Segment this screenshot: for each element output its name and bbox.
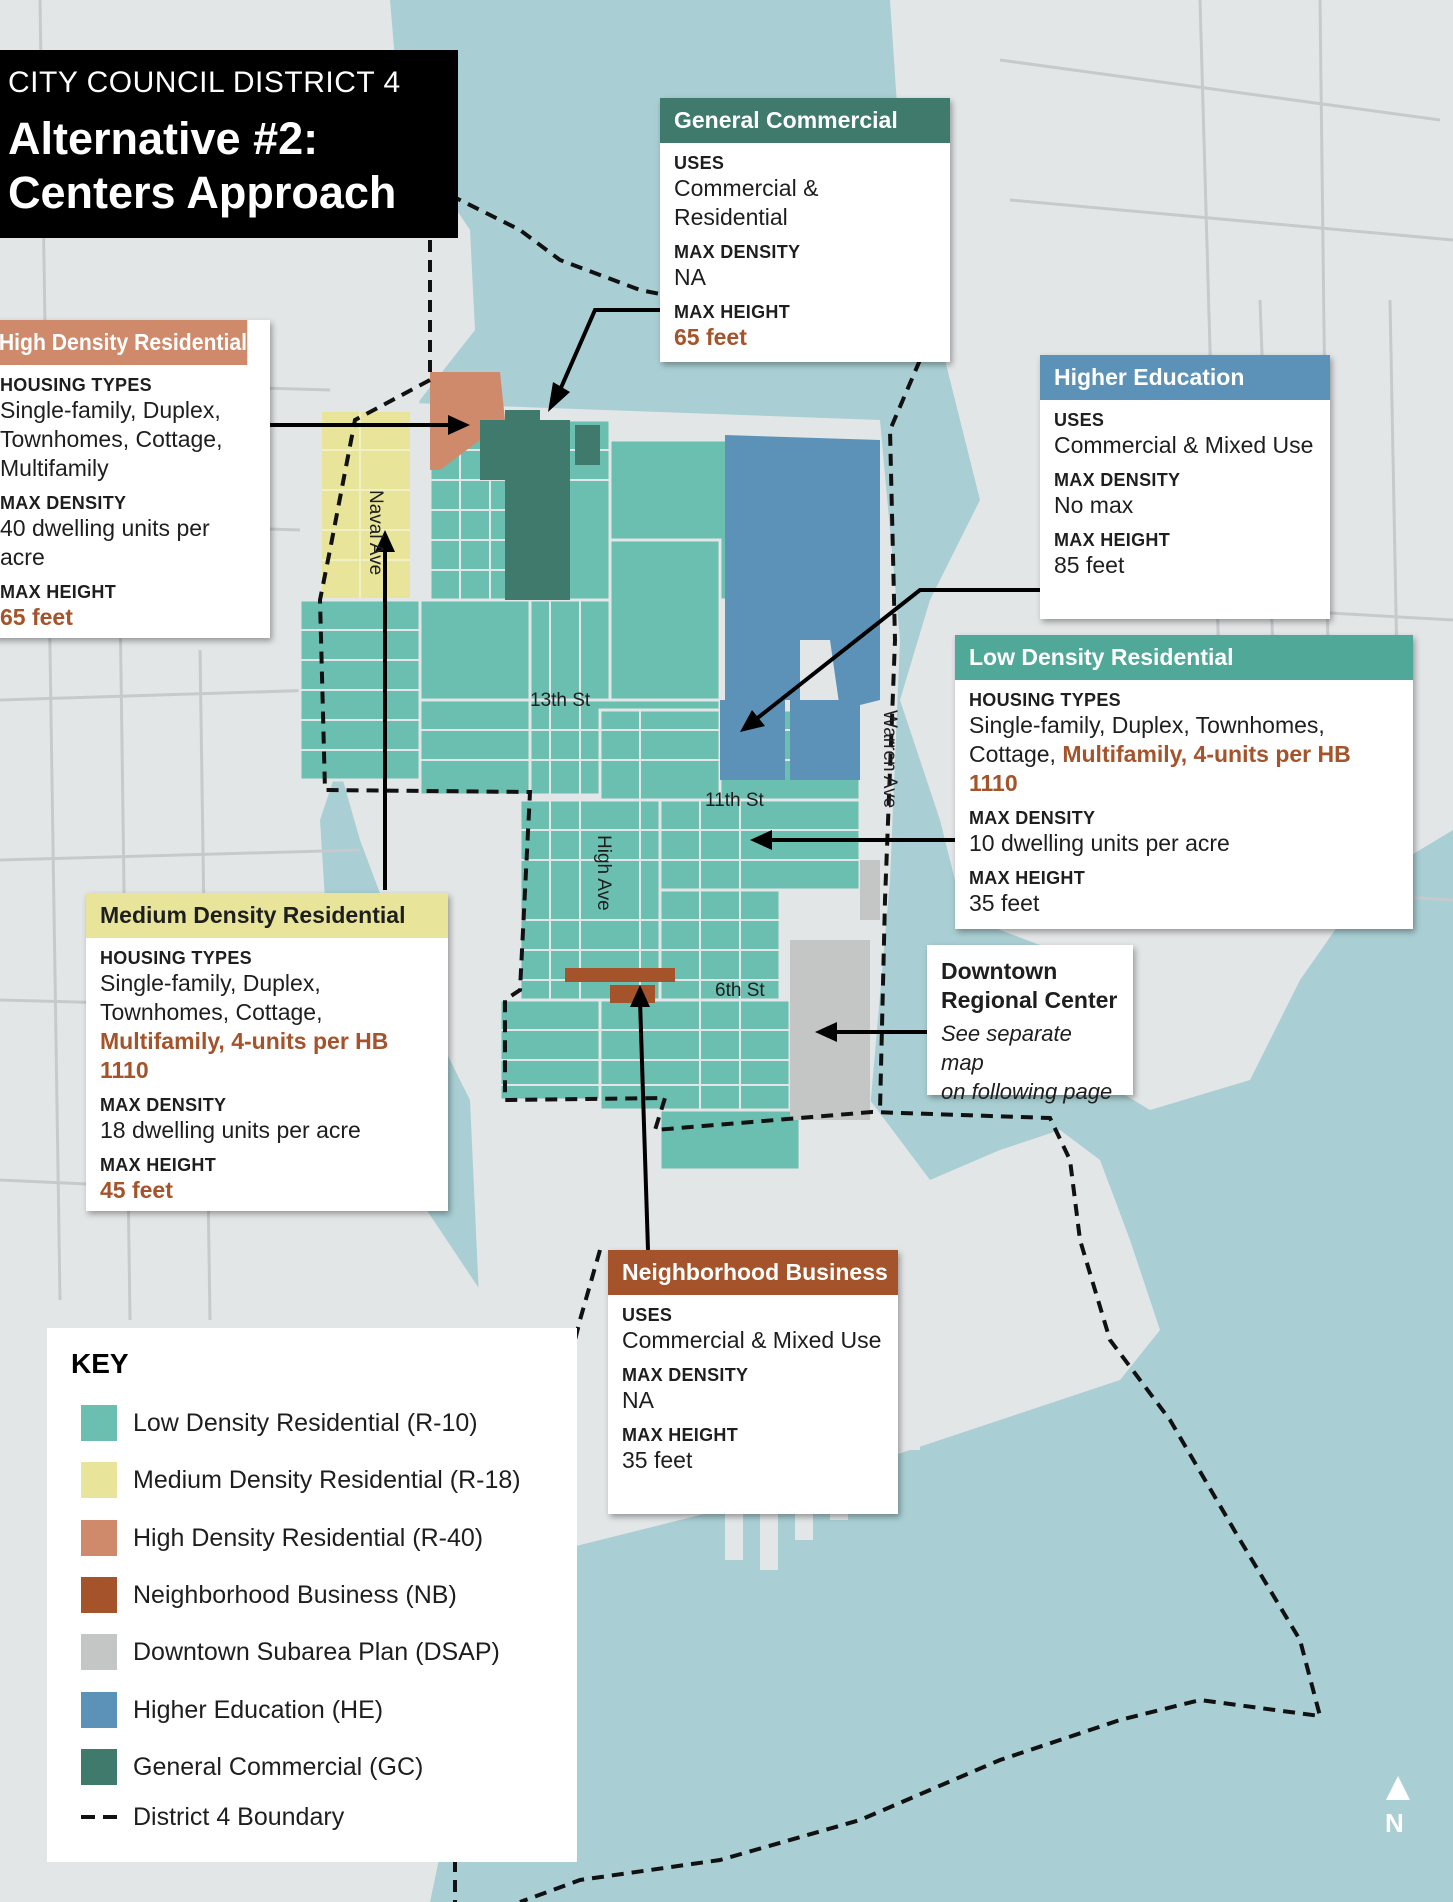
key-item-downtown-subarea: Downtown Subarea Plan (DSAP) [81,1633,500,1671]
key-item-medium-density: Medium Density Residential (R-18) [81,1461,521,1499]
callout-neighborhood-business: Neighborhood Business USES Commercial & … [608,1250,898,1514]
key-swatch [81,1462,117,1498]
zone-downtown-subarea [790,860,880,1120]
key-swatch [81,1692,117,1728]
zone-higher-education [720,435,880,780]
street-warren-ave: Warren Ave [879,710,900,809]
key-item-high-density: High Density Residential (R-40) [81,1519,483,1557]
key-swatch [81,1634,117,1670]
zone-high-density [430,372,505,470]
street-high-ave: High Ave [593,835,614,911]
key-swatch [81,1577,117,1613]
street-11th: 11th St [705,790,764,811]
callout-header: Low Density Residential [955,635,1413,680]
street-6th: 6th St [715,980,765,1001]
zone-general-commercial [480,410,600,600]
district-boundary [317,140,1323,1902]
callout-header: Medium Density Residential [86,893,448,938]
callout-header: General Commercial [660,98,950,143]
street-13th: 13th St [530,690,591,711]
key-swatch [81,1520,117,1556]
north-label: N [1385,1808,1404,1838]
key-item-boundary: District 4 Boundary [81,1798,344,1836]
key-item-low-density: Low Density Residential (R-10) [81,1404,478,1442]
callout-header: Higher Education [1040,355,1330,400]
map-title-box: CITY COUNCIL DISTRICT 4 Alternative #2: … [0,50,458,238]
callout-downtown: Downtown Regional Center See separate ma… [927,945,1133,1104]
north-arrow-icon [1386,1776,1410,1800]
title-district: CITY COUNCIL DISTRICT 4 [8,66,401,99]
title-alternative: Alternative #2: Centers Approach [8,113,397,218]
callout-low-density: Low Density Residential HOUSING TYPES Si… [955,635,1413,929]
arrowheads [375,382,837,1042]
callout-header: High Density Residential [0,320,248,365]
callout-medium-density: Medium Density Residential HOUSING TYPES… [86,893,448,1211]
callout-high-density: High Density Residential HOUSING TYPES S… [0,320,270,638]
key-item-general-commercial: General Commercial (GC) [81,1748,423,1786]
key-swatch [81,1405,117,1441]
key-item-higher-education: Higher Education (HE) [81,1691,383,1729]
dashed-line-icon [81,1815,117,1819]
key-swatch [81,1749,117,1785]
callout-header: Neighborhood Business [608,1250,898,1295]
key-item-neighborhood-business: Neighborhood Business (NB) [81,1576,457,1614]
callout-general-commercial: General Commercial USES Commercial & Res… [660,98,950,362]
map-key: KEY Low Density Residential (R-10) Mediu… [47,1328,577,1862]
callout-higher-education: Higher Education USES Commercial & Mixed… [1040,355,1330,619]
street-naval-ave: Naval Ave [365,490,386,576]
key-title: KEY [71,1348,129,1379]
leader-lines [270,308,1050,1251]
